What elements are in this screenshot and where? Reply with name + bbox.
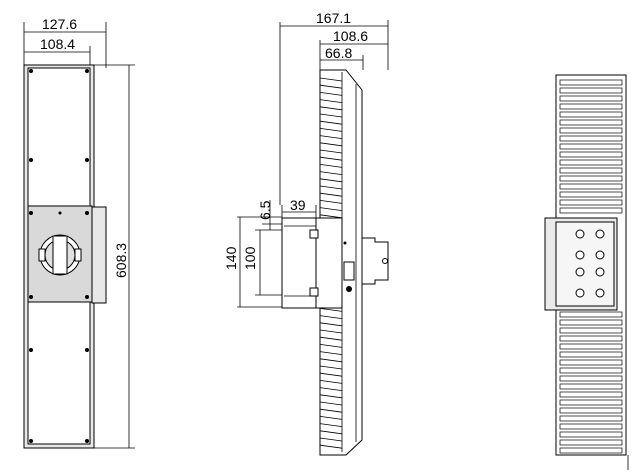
dim-width-overall: 127.6 [42, 16, 77, 32]
fin-line [319, 178, 343, 183]
top-fin [559, 431, 623, 438]
fin-line [319, 315, 343, 319]
fin-line [319, 192, 343, 197]
fin-line [319, 430, 343, 435]
top-fin [559, 135, 623, 142]
top-fin [559, 351, 623, 358]
fin-line [319, 171, 343, 175]
fin-line [319, 336, 343, 341]
fin-line [319, 214, 343, 219]
top-fin [559, 447, 623, 454]
fin-line [319, 77, 343, 82]
dim-depth-mid: 108.6 [333, 28, 368, 44]
fin-line [319, 164, 343, 168]
dim-width-body: 108.4 [40, 36, 75, 52]
dim-bracket-height-inner: 100 [242, 246, 258, 270]
dim-bracket-height-outer: 140 [223, 246, 239, 270]
fin-line [319, 329, 343, 334]
top-fin [559, 95, 623, 102]
fin-line [319, 365, 343, 370]
connector [343, 261, 355, 281]
top-fin [559, 319, 623, 326]
fin-line [319, 113, 343, 118]
top-fin [559, 127, 623, 134]
fin-line [319, 444, 343, 449]
fin-line [319, 358, 343, 363]
top-fin [559, 439, 623, 446]
fin-line [319, 372, 343, 377]
top-fin [559, 191, 623, 198]
fin-line [319, 416, 343, 420]
fin-line [319, 322, 343, 327]
side-plate [91, 206, 107, 304]
top-fin [559, 175, 623, 182]
fin-line [319, 128, 343, 132]
top-fin [559, 207, 623, 214]
fin-line [319, 135, 343, 139]
fin-line [319, 408, 343, 413]
top-fin [559, 103, 623, 110]
housing-profile [319, 69, 363, 456]
top-fin [559, 383, 623, 390]
top-fin [559, 151, 623, 158]
fin-line [319, 401, 343, 406]
top-fin [559, 375, 623, 382]
top-view [544, 74, 629, 470]
fin-line [319, 99, 343, 103]
fin-line [319, 437, 343, 442]
top-fin [559, 143, 623, 150]
front-view: 127.6 108.4 608.3 [23, 16, 135, 449]
top-fin [559, 159, 623, 166]
fin-line [319, 423, 343, 427]
top-fin [559, 183, 623, 190]
top-fin [559, 199, 623, 206]
fin-line [319, 394, 343, 399]
fin-line [319, 351, 343, 355]
top-fin [559, 399, 623, 406]
top-fin [559, 335, 623, 342]
top-fin [559, 327, 623, 334]
top-fin [559, 87, 623, 94]
top-fin [559, 359, 623, 366]
top-fins [559, 79, 623, 454]
top-fin [559, 391, 623, 398]
fin-line [319, 380, 343, 384]
dim-bracket-offset: 6.5 [257, 200, 273, 220]
mount-bracket [361, 237, 389, 285]
fin-line [319, 120, 343, 125]
top-fin [559, 343, 623, 350]
top-fin [559, 79, 623, 86]
top-fin [559, 415, 623, 422]
dim-bracket-depth: 39 [290, 197, 306, 213]
dim-depth-body: 66.8 [325, 45, 352, 61]
dim-depth-overall: 167.1 [316, 10, 351, 26]
fin-line [319, 149, 343, 154]
fin-line [319, 308, 343, 312]
fin-line [319, 106, 343, 111]
fin-line [319, 207, 343, 211]
fin-line [319, 156, 343, 161]
side-view: 167.1 108.6 66.8 140 100 [223, 10, 389, 456]
top-fin [559, 167, 623, 174]
top-fin [559, 367, 623, 374]
fin-line [319, 344, 343, 348]
top-fin [559, 311, 623, 318]
top-fin [559, 423, 623, 430]
dim-height: 608.3 [113, 243, 129, 278]
fin-line [319, 200, 343, 204]
fin-line [319, 92, 343, 96]
fin-line [319, 185, 343, 190]
fin-line [319, 84, 343, 89]
top-fin [559, 111, 623, 118]
top-fin [559, 407, 623, 414]
fin-line [319, 142, 343, 147]
top-fin [559, 119, 623, 126]
fin-line [319, 387, 343, 391]
